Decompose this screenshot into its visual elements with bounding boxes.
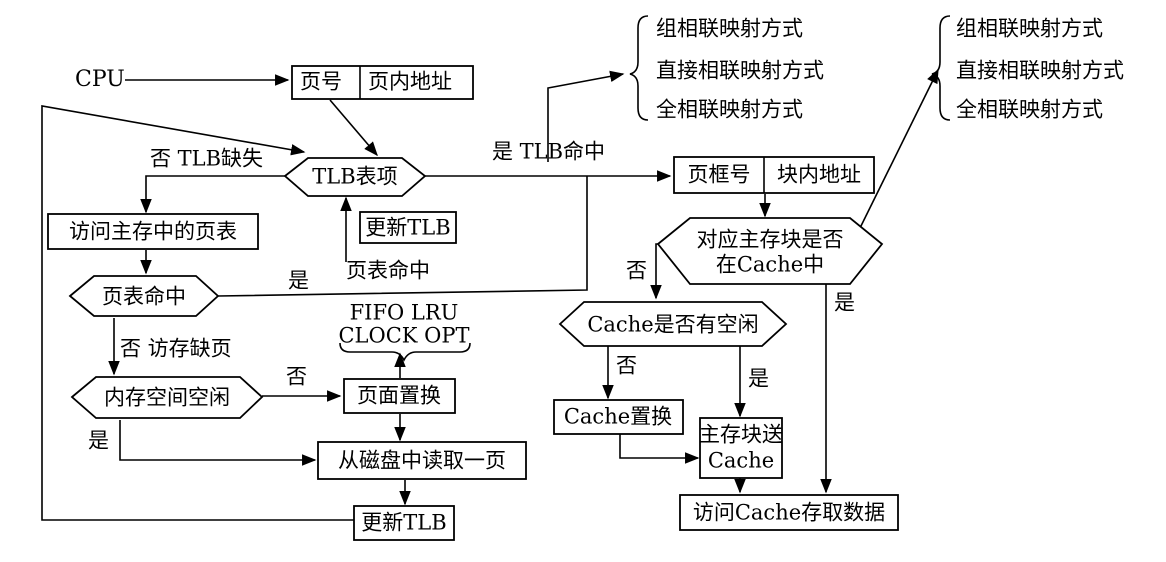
connectors [41,68,939,521]
yes-label-memory: 是 [88,429,109,453]
cache-mapping-brace [931,15,951,121]
yes-label-cache-free: 是 [748,367,769,391]
no-label-cache: 否 [626,259,647,283]
arrow-memory-to-disk [119,420,317,466]
tlb-mapping-methods: 组相联映射方式 直接相联映射方式 全相联映射方式 [629,15,824,122]
cache-mapping-item-3: 全相联映射方式 [956,98,1103,122]
algorithms-line-2: CLOCK OPT [338,324,469,348]
send-block-rect [699,417,783,479]
frame-number-label: 页框号 [688,163,751,187]
block-offset-label: 块内地址 [777,163,861,187]
cache-mapping-item-1: 组相联映射方式 [956,17,1103,41]
page-replace-label: 页面置换 [357,384,441,408]
read-disk-rect [317,441,527,480]
arrow-cache-to-mapping [859,68,939,229]
cache-mapping-methods: 组相联映射方式 直接相联映射方式 全相联映射方式 [931,15,1124,122]
update-tlb-mid-label: 更新TLB [365,216,450,240]
block-in-cache-line-1: 对应主存块是否 [697,228,844,252]
yes-label-cache: 是 [834,291,855,315]
tlb-mapping-item-2: 直接相联映射方式 [656,59,824,83]
send-block-box: 主存块送 Cache [699,417,783,479]
cpu-label: CPU [75,67,125,92]
block-in-cache-line-2: 在Cache中 [716,253,824,277]
tlb-mapping-brace [629,15,649,121]
send-block-line-1: 主存块送 [699,423,783,447]
update-tlb-mid-box: 更新TLB [359,211,457,244]
no-label-memory: 否 [286,365,307,389]
update-tlb-bottom-label: 更新TLB [361,511,446,535]
tlb-hit-label: 是 TLB命中 [492,140,605,164]
yes-label-page-table: 是 [288,269,309,293]
tlb-mapping-item-3: 全相联映射方式 [656,98,803,122]
access-cache-box: 访问Cache存取数据 [679,494,899,531]
access-page-table-rect [47,213,259,250]
tlb-entry-decision: TLB表项 [283,157,427,197]
access-page-table-box: 访问主存中的页表 [47,213,259,250]
cache-free-decision: Cache是否有空闲 [558,301,788,347]
cache-mapping-item-2: 直接相联映射方式 [956,59,1124,83]
access-page-table-label: 访问主存中的页表 [69,220,237,244]
memory-free-decision: 内存空间空闲 [70,376,264,419]
tlb-entry-label: TLB表项 [312,165,397,189]
page-table-hit-label: 页表命中 [102,285,186,309]
arrow-tlb-to-mapping [547,70,625,162]
page-table-hit-side-label: 页表命中 [346,259,430,283]
no-label-cache-free: 否 [616,354,637,378]
arrow-address-to-tlb [329,99,378,157]
tlb-miss-label: 否 TLB缺失 [150,147,263,171]
access-cache-label: 访问Cache存取数据 [693,501,885,525]
update-tlb-bottom-rect [353,505,455,541]
cache-free-label: Cache是否有空闲 [587,313,758,337]
update-tlb-bottom-box: 更新TLB [353,505,455,541]
arrow-replace-to-send [619,434,700,464]
cache-replace-label: Cache置换 [564,405,672,429]
arrow-tlb-miss [140,175,285,214]
algorithms-brace [339,342,471,362]
page-number-label: 页号 [300,70,342,94]
physical-address-rect [673,156,875,194]
memory-free-label: 内存空间空闲 [104,386,230,410]
page-replace-box: 页面置换 [343,378,456,414]
block-in-cache-hexagon [656,217,884,285]
logical-address-rect [291,65,474,100]
read-disk-label: 从磁盘中读取一页 [338,449,506,473]
send-block-line-2: Cache [708,449,774,473]
block-in-cache-decision: 对应主存块是否 在Cache中 [656,217,884,285]
line-page-table-hit [217,176,588,297]
page-fault-label: 否 访存缺页 [120,337,232,361]
algorithms-line-1: FIFO LRU [350,301,459,325]
cache-free-hexagon [558,301,788,347]
physical-address-box: 页框号 块内地址 [673,156,875,194]
memory-free-hexagon [70,376,264,419]
logical-address-box: 页号 页内地址 [291,65,474,100]
arrow-feedback-loop [41,105,354,521]
tlb-entry-hexagon [283,157,427,197]
update-tlb-mid-rect [359,211,457,244]
cache-replace-box: Cache置换 [553,399,684,435]
page-table-hit-decision: 页表命中 [68,275,220,317]
tlb-mapping-item-1: 组相联映射方式 [656,17,803,41]
page-offset-label: 页内地址 [368,70,452,94]
access-cache-rect [679,494,899,531]
replacement-algorithms: FIFO LRU CLOCK OPT [338,301,471,362]
page-table-hit-hexagon [68,275,220,317]
page-replace-rect [343,378,456,414]
read-disk-box: 从磁盘中读取一页 [317,441,527,480]
cache-replace-rect [553,399,684,435]
